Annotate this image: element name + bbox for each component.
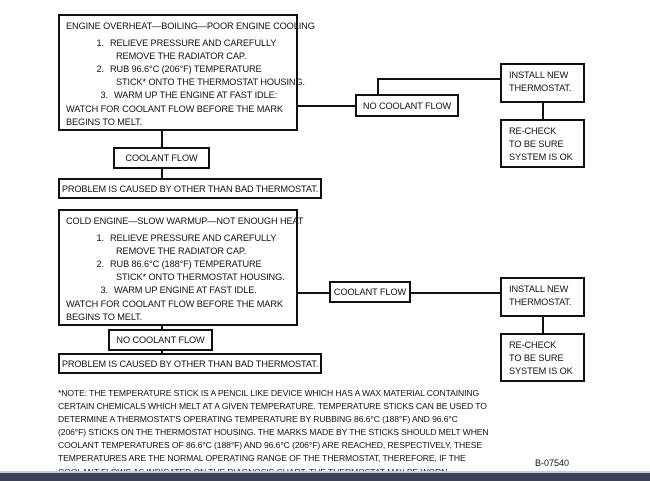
verify-line-2: TO BE SURE [509,353,564,363]
action-line-1: INSTALL NEW [509,70,569,80]
step-number: 3. [100,90,109,100]
footnote-block: *NOTE: THE TEMPERATURE STICK IS A PENCIL… [58,387,598,479]
reference-code: B-07540 [535,458,570,468]
connector-riser-overheat [377,78,379,95]
step-item: 2. RUB 96.6°C (206°F) TEMPERATURE STICK* … [66,63,306,89]
step-number: 2. [96,64,105,74]
action-line-2: THERMOSTAT. [509,83,572,93]
footnote-line: TEMPERATURES ARE THE NORMAL OPERATING RA… [58,453,466,464]
symptom-title-cold-engine: COLD ENGINE—SLOW WARMUP—NOT ENOUGH HEAT [66,216,304,226]
connector-install-to-recheck-cold [542,317,544,333]
connector-install-to-recheck-overheat [542,103,544,119]
footnote-line: *NOTE: THE TEMPERATURE STICK IS A PENCIL… [58,388,480,398]
step-item: 2. RUB 86.6°C (188°F) TEMPERATURE STICK* … [66,258,290,284]
step-text: RELIEVE PRESSURE AND CAREFULLY [110,233,277,243]
connector-overheat-to-coolant-flow [161,131,163,147]
symptom-tail-cold-engine: WATCH FOR COOLANT FLOW BEFORE THE MARK B… [66,298,290,324]
connector-coolant-flow-to-conclusion-overheat [161,169,163,181]
symptom-box-overheat: ENGINE OVERHEAT—BOILING—POOR ENGINE COOL… [58,14,315,131]
symptom-box-cold-engine: COLD ENGINE—SLOW WARMUP—NOT ENOUGH HEAT … [58,209,304,326]
page-bottom-hairline [0,471,650,473]
outcome-box-coolant-flow-cold: COOLANT FLOW [329,281,411,303]
step-text-cont: STICK* ONTO THERMOSTAT HOUSING. [116,272,285,282]
verify-line-3: SYSTEM IS OK [509,152,573,162]
step-item: 1. RELIEVE PRESSURE AND CAREFULLY REMOVE … [66,232,290,258]
tail-line: WATCH FOR COOLANT FLOW BEFORE THE MARK [66,104,283,114]
footnote-line: COOLANT TEMPERATURES OF 86.6°C (188°F) A… [58,440,483,451]
step-number: 3. [100,285,109,295]
outcome-box-no-coolant-flow-cold: NO COOLANT FLOW [108,329,213,351]
steps-list-cold-engine: 1. RELIEVE PRESSURE AND CAREFULLY REMOVE … [66,232,290,297]
conclusion-box-overheat: PROBLEM IS CAUSED BY OTHER THAN BAD THER… [58,178,322,199]
verify-line-1: RE-CHECK [509,340,557,350]
step-number: 1. [96,38,105,48]
conclusion-label: PROBLEM IS CAUSED BY OTHER THAN BAD THER… [61,358,319,369]
connector-to-install-overheat [377,78,502,80]
step-text: WARM UP ENGINE AT FAST IDLE. [114,285,257,295]
step-text-cont: STICK* ONTO THE THERMOSTAT HOUSING. [116,77,305,87]
tail-line: WATCH FOR COOLANT FLOW BEFORE THE MARK [66,299,283,309]
connector-overheat-to-no-flow [298,105,355,107]
footnote-line: DETERMINE A THERMOSTAT'S OPERATING TEMPE… [58,414,458,425]
step-number: 1. [96,233,105,243]
outcome-label: NO COOLANT FLOW [362,100,452,111]
tail-line: BEGINS TO MELT. [66,312,143,322]
verify-line-2: TO BE SURE [509,139,564,149]
connector-cold-to-coolant-flow [298,292,329,294]
verify-box-recheck-cold: RE-CHECK TO BE SURE SYSTEM IS OK [500,333,585,382]
verify-line-1: RE-CHECK [509,126,557,136]
conclusion-label: PROBLEM IS CAUSED BY OTHER THAN BAD THER… [61,183,319,194]
action-line-2: THERMOSTAT. [509,297,572,307]
outcome-label: NO COOLANT FLOW [116,335,205,345]
action-box-install-thermostat-cold: INSTALL NEW THERMOSTAT. [500,277,585,317]
page-bottom-bar [0,473,650,481]
conclusion-box-cold: PROBLEM IS CAUSED BY OTHER THAN BAD THER… [58,353,322,374]
action-line-1: INSTALL NEW [509,284,569,294]
action-box-install-thermostat-overheat: INSTALL NEW THERMOSTAT. [500,63,585,103]
footnote-line: CERTAIN CHEMICALS WHICH MELT AT A GIVEN … [58,401,487,412]
step-item: 3. WARM UP ENGINE AT FAST IDLE. [66,284,290,297]
step-text-cont: REMOVE THE RADIATOR CAP. [116,51,247,61]
tail-line: BEGINS TO MELT. [66,117,143,127]
outcome-box-no-coolant-flow-overheat: NO COOLANT FLOW [355,94,459,117]
step-text: RUB 96.6°C (206°F) TEMPERATURE [110,64,262,74]
outcome-label: COOLANT FLOW [333,287,407,297]
steps-list-overheat: 1. RELIEVE PRESSURE AND CAREFULLY REMOVE … [66,37,306,102]
symptom-tail-overheat: WATCH FOR COOLANT FLOW BEFORE THE MARK B… [66,103,290,129]
step-item: 1. RELIEVE PRESSURE AND CAREFULLY REMOVE … [66,37,290,63]
step-text: RELIEVE PRESSURE AND CAREFULLY [110,38,277,48]
verify-box-recheck-overheat: RE-CHECK TO BE SURE SYSTEM IS OK [500,119,585,168]
step-text: RUB 86.6°C (188°F) TEMPERATURE [110,259,262,269]
step-number: 2. [96,259,105,269]
verify-line-3: SYSTEM IS OK [509,366,573,376]
symptom-title-overheat: ENGINE OVERHEAT—BOILING—POOR ENGINE COOL… [66,21,315,31]
step-text-cont: REMOVE THE RADIATOR CAP. [116,246,247,256]
step-item: 3. WARM UP THE ENGINE AT FAST IDLE: [66,89,290,102]
footnote-line: (206°F) STICKS ON THE THERMOSTAT HOUSING… [58,427,489,438]
step-text: WARM UP THE ENGINE AT FAST IDLE: [114,90,278,100]
connector-coolant-flow-to-install-cold [411,292,500,294]
outcome-label: COOLANT FLOW [125,153,198,163]
outcome-box-coolant-flow-overheat: COOLANT FLOW [113,147,210,169]
